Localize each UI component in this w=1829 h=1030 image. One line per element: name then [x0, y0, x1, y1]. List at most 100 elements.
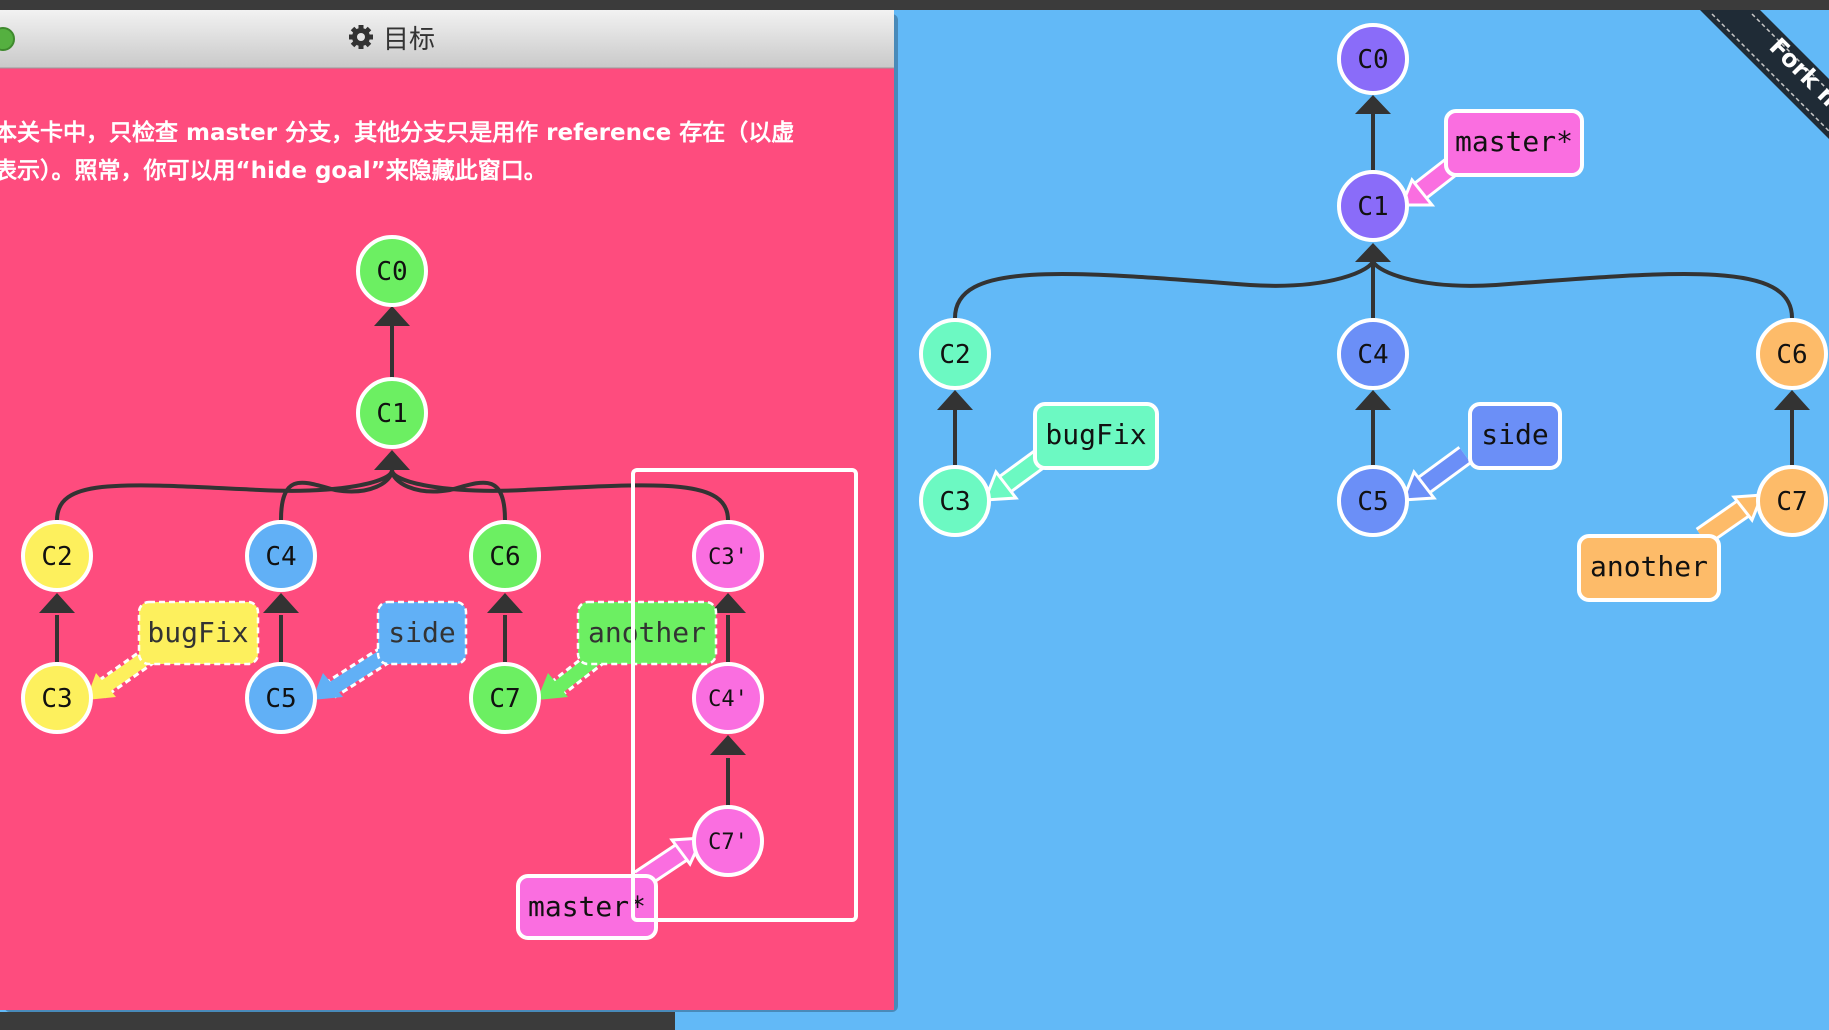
goal-another-arrow-head	[537, 673, 568, 700]
goal-arrowhead-c2	[39, 593, 75, 613]
main-commit-c6-label: C6	[1776, 340, 1807, 370]
goal-branch-bugfix-tag[interactable]	[137, 600, 260, 666]
goal-bugfix-arrow-head	[86, 673, 116, 700]
main-commit-c7[interactable]	[1756, 465, 1828, 537]
goal-commit-c0-label: C0	[376, 257, 407, 287]
goal-commit-c4[interactable]	[245, 520, 317, 592]
main-branch-side-tag[interactable]	[1468, 402, 1562, 470]
main-commit-nodes	[919, 23, 1828, 537]
goal-branch-bugfix-label: bugFix	[147, 616, 248, 649]
goal-commit-c7[interactable]	[469, 662, 541, 734]
bottom-left-strip	[0, 1012, 675, 1030]
another-arrow-shaft	[1697, 498, 1753, 544]
goal-branch-side-label: side	[388, 616, 455, 649]
goal-commit-c3-label: C3	[41, 684, 72, 714]
goal-commit-c6[interactable]	[469, 520, 541, 592]
goal-tree-arrowheads	[39, 306, 746, 755]
goal-edge-c2-c1	[55, 469, 394, 521]
goal-commit-c4-prime[interactable]	[692, 662, 764, 734]
goal-branch-another-label: another	[588, 616, 706, 649]
main-commit-c1[interactable]	[1337, 170, 1409, 242]
arrowhead-c6	[1774, 390, 1810, 410]
edge-c6-c1	[1371, 259, 1794, 319]
goal-tree-edges	[55, 320, 730, 806]
goal-commit-c2-label: C2	[41, 542, 72, 572]
main-commit-c3-label: C3	[939, 487, 970, 517]
main-branch-master-label: master*	[1455, 125, 1573, 158]
main-commit-c3[interactable]	[919, 465, 991, 537]
main-branch-master-tag[interactable]	[1444, 109, 1584, 177]
goal-arrowhead-c1	[374, 450, 410, 470]
goal-commit-c5[interactable]	[245, 662, 317, 734]
arrowhead-c2	[937, 390, 973, 410]
side-arrow-shaft	[1415, 448, 1470, 495]
goal-window-title: 目标	[383, 25, 435, 55]
main-commit-labels: C0 C1 C2 C3 C4 C5 C6 C7	[939, 45, 1807, 517]
goal-commit-c2[interactable]	[21, 520, 93, 592]
goal-edge-c4-c1	[279, 469, 394, 521]
master-arrow-head	[1399, 177, 1436, 207]
top-strip	[0, 0, 1829, 10]
goal-arrowhead-c0	[374, 306, 410, 326]
main-branch-side-label: side	[1481, 418, 1548, 451]
goal-commit-c3-prime-label: C3'	[708, 545, 748, 570]
window-zoom-button[interactable]	[0, 27, 15, 51]
goal-commit-c3-prime[interactable]	[692, 520, 764, 592]
goal-description-line-2: 表示）。照常，你可以用“hide goal”来隐藏此窗口。	[0, 157, 547, 184]
goal-master-highlight-box	[631, 468, 858, 922]
goal-bugfix-arrow-shaft	[95, 649, 155, 696]
side-arrow-head	[1400, 468, 1437, 502]
main-commit-c4[interactable]	[1337, 318, 1409, 390]
main-commit-c1-label: C1	[1357, 192, 1388, 222]
main-commit-c7-label: C7	[1776, 487, 1807, 517]
goal-side-arrow-head	[312, 673, 343, 700]
arrowhead-c0	[1355, 95, 1391, 114]
main-commit-c2-label: C2	[939, 340, 970, 370]
goal-commit-c5-label: C5	[265, 684, 296, 714]
main-commit-c5-label: C5	[1357, 487, 1388, 517]
goal-commit-c7-prime[interactable]	[692, 805, 764, 877]
main-branch-bugfix-tag[interactable]	[1033, 402, 1159, 470]
main-branch-arrows	[982, 151, 1765, 547]
main-branch-labels: master* bugFix side another	[1033, 109, 1721, 602]
goal-commit-c1-label: C1	[376, 399, 407, 429]
main-commit-c0[interactable]	[1337, 23, 1409, 95]
goal-commit-c0[interactable]	[356, 235, 428, 307]
goal-commit-c3[interactable]	[21, 662, 93, 734]
goal-branch-another-tag[interactable]	[576, 600, 718, 666]
goal-commit-c1[interactable]	[356, 377, 428, 449]
goal-commit-c4-prime-label: C4'	[708, 687, 748, 712]
goal-window-titlebar[interactable]	[0, 10, 894, 68]
goal-arrowhead-c6	[487, 593, 523, 613]
goal-commit-c6-label: C6	[489, 542, 520, 572]
main-tree: C0 C1 C2 C3 C4 C5 C6 C7 master* bugFix s…	[919, 23, 1828, 602]
goal-branch-side-tag[interactable]	[376, 600, 468, 666]
arrowhead-c1	[1355, 243, 1391, 262]
goal-branch-labels: bugFix side another master*	[137, 600, 718, 940]
goal-commit-nodes	[21, 235, 764, 877]
goal-arrowhead-c4p	[710, 735, 746, 755]
fork-ribbon-band[interactable]	[1700, 10, 1829, 170]
goal-commit-c7-prime-label: C7'	[708, 830, 748, 855]
main-branch-another-tag[interactable]	[1577, 534, 1721, 602]
goal-window: 目标 本关卡中，只检查 master 分支，其他分支只是用作 reference…	[0, 10, 898, 1012]
goal-branch-master-tag[interactable]	[516, 874, 658, 940]
goal-commit-labels: C0 C1 C2 C3 C4 C5 C6 C7 C3' C4' C7'	[41, 257, 748, 855]
arrowhead-c4	[1355, 390, 1391, 410]
bugfix-arrow-head	[982, 468, 1019, 502]
main-branch-bugfix-label: bugFix	[1045, 418, 1146, 451]
main-commit-c6[interactable]	[1756, 318, 1828, 390]
gear-icon	[349, 25, 373, 49]
main-commit-c5[interactable]	[1337, 465, 1409, 537]
main-branch-another-label: another	[1590, 550, 1708, 583]
goal-arrowhead-c4	[263, 593, 299, 613]
goal-commit-c4-label: C4	[265, 542, 296, 572]
goal-branch-master-label: master*	[528, 890, 646, 923]
goal-edge-c3p-c1	[390, 469, 730, 521]
edge-c2-c1	[953, 259, 1375, 319]
goal-commit-c7-label: C7	[489, 684, 520, 714]
main-tree-edges	[953, 112, 1794, 465]
goal-description-line-1: 本关卡中，只检查 master 分支，其他分支只是用作 reference 存在…	[0, 119, 794, 146]
main-commit-c2[interactable]	[919, 318, 991, 390]
